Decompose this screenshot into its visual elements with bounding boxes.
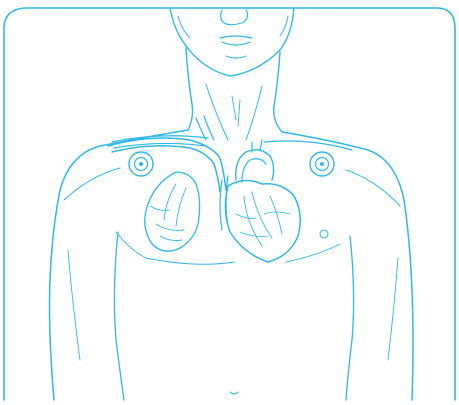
electrode-right xyxy=(310,152,334,176)
electrode-left xyxy=(129,152,153,176)
face xyxy=(170,8,294,76)
venous-catheter xyxy=(108,116,226,192)
torso-outline xyxy=(50,130,414,400)
chest-details xyxy=(116,230,340,394)
heart xyxy=(220,140,300,262)
lung xyxy=(145,172,200,251)
illustration-frame xyxy=(4,8,455,400)
